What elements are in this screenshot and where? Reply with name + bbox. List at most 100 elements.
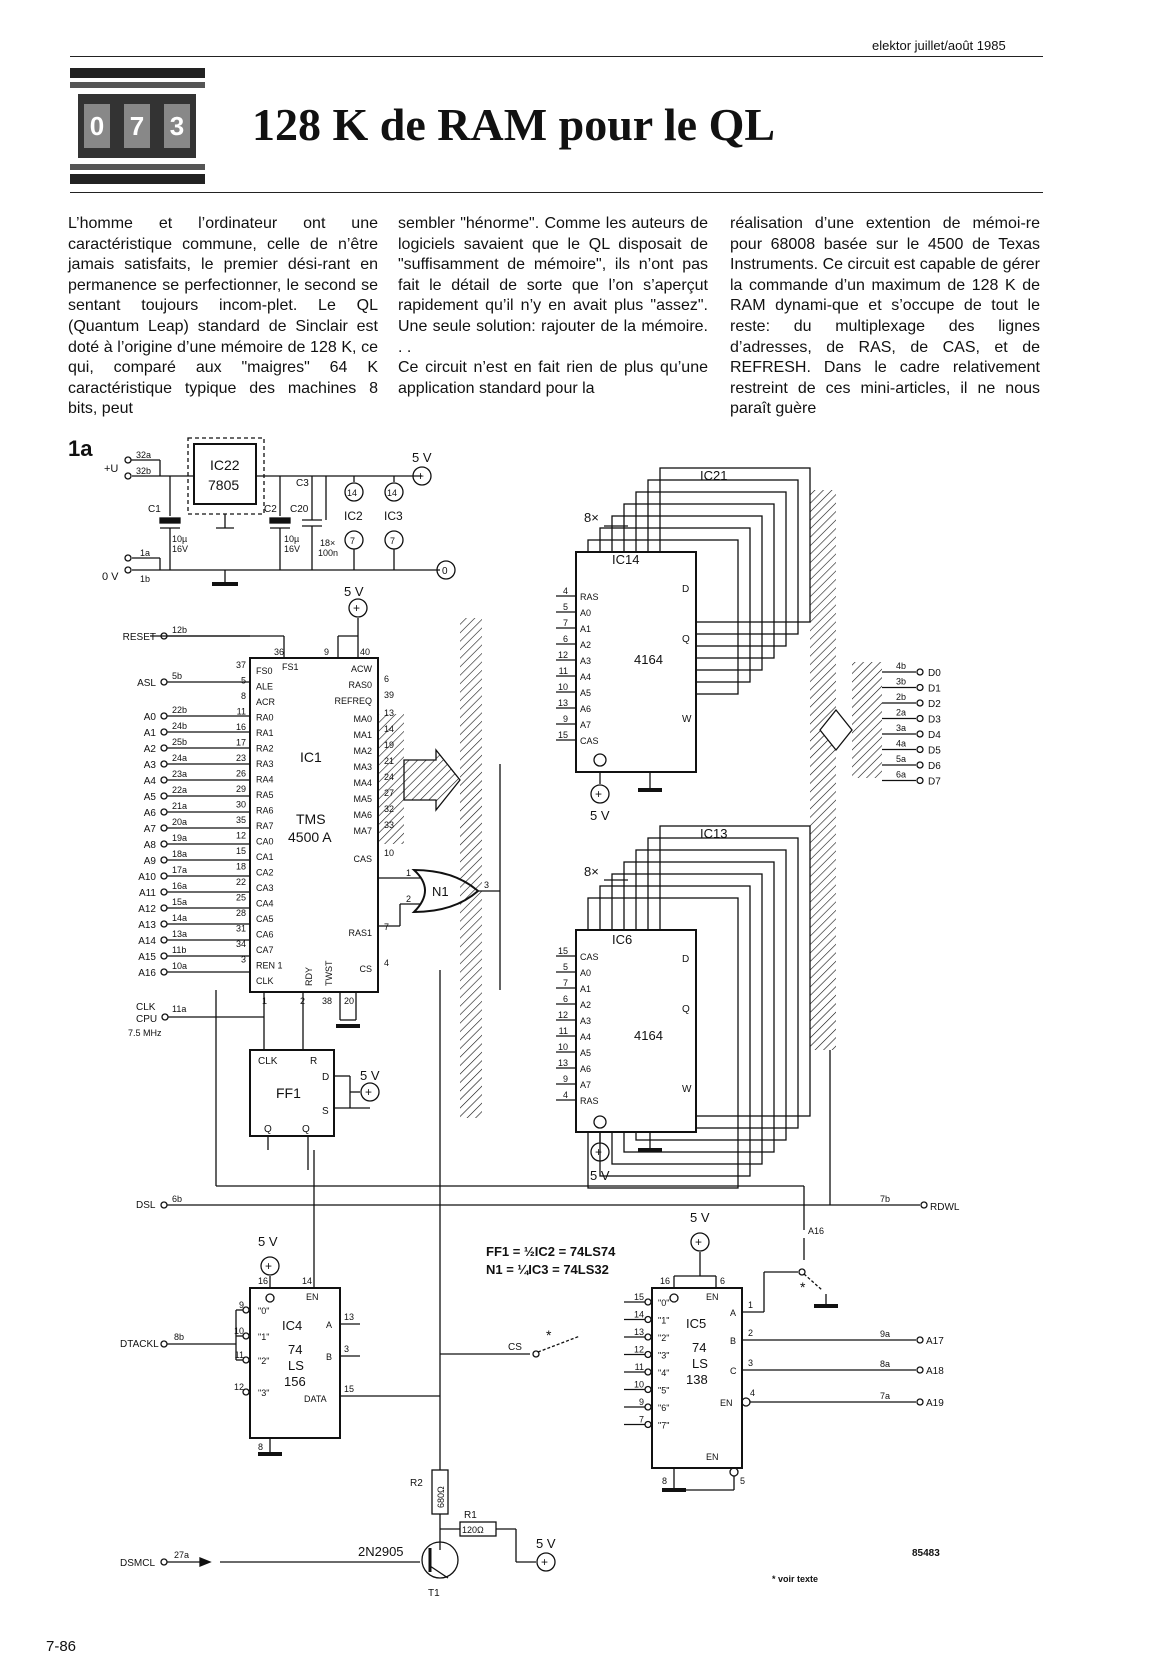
ram-w-lower: W — [682, 1084, 692, 1095]
ic5-output-number: 11 — [635, 1362, 644, 1372]
ram-pin-number: 7 — [563, 618, 568, 628]
input-terminal — [160, 904, 168, 912]
addr-signal-label: A18 — [926, 1366, 944, 1377]
address-inputs: RESET12bASL5bA022bA124bA225bA324aA423aA5… — [123, 625, 250, 979]
data-signal-label: D2 — [928, 699, 941, 710]
ic5-decoder: IC5 74 LS 138 EN A B C EN EN + 5 V * 16 … — [624, 1210, 944, 1492]
svg-text:+: + — [541, 1555, 548, 1569]
svg-text:+: + — [595, 787, 602, 801]
ic3-pin14: 14 — [387, 488, 397, 498]
ic1-pin-40: 40 — [360, 647, 370, 657]
c2-label: C2 — [264, 504, 277, 515]
input-pin-label: 13a — [172, 929, 187, 939]
ic1-pin-number: 11 — [237, 707, 246, 717]
input-pin-label: 22a — [172, 785, 187, 795]
input-signal-label: RESET — [123, 632, 156, 643]
ic4-en: EN — [306, 1292, 319, 1302]
ram-pin-number: 11 — [559, 666, 568, 676]
ram-pin-label: A6 — [580, 1064, 591, 1074]
paragraph: réalisation d’une extention de mémoi-re … — [730, 215, 1040, 418]
ic5-label: IC5 — [686, 1316, 706, 1331]
ic4-output-bubble — [242, 1356, 250, 1364]
ic5-output-bubble — [644, 1350, 652, 1359]
n1-pin-3: 3 — [484, 880, 489, 890]
ic4-pin-8: 8 — [258, 1442, 263, 1452]
ic1-pin-label: MA0 — [353, 714, 372, 724]
a16-label: A16 — [808, 1226, 824, 1236]
ram-pin-label: A4 — [580, 1032, 591, 1042]
ic1-pin-label: ACW — [351, 664, 373, 674]
ic1-pin-label: RA2 — [256, 744, 274, 754]
clk-label: CLK — [136, 1002, 156, 1013]
svg-text:*: * — [546, 1327, 552, 1343]
ic1-pin-label: CA6 — [256, 930, 274, 940]
ic1-part-2: 4500 A — [288, 829, 332, 845]
ic1-pin-label: CA5 — [256, 914, 274, 924]
ram-pin-number: 6 — [563, 994, 568, 1004]
c3-label: C3 — [296, 478, 309, 489]
ic4-5v: 5 V — [258, 1234, 278, 1249]
ic1-pin-label: ALE — [256, 682, 273, 692]
ff1-clk: CLK — [258, 1056, 278, 1067]
ram-pin-label: CAS — [580, 736, 599, 746]
cs-switch: CS * — [439, 970, 581, 1470]
input-signal-label: ASL — [137, 678, 156, 689]
article-number-logo: 0 7 3 — [70, 68, 205, 184]
c1-label: C1 — [148, 504, 161, 515]
svg-text:+: + — [595, 1145, 602, 1159]
input-pin-label: 17a — [172, 865, 187, 875]
ic5-output-bubble — [644, 1298, 652, 1306]
ic1-pin-label: CS — [359, 964, 372, 974]
ic2-pin7: 7 — [350, 536, 355, 546]
data-signal-label: D0 — [928, 668, 941, 679]
ic2-label: IC2 — [344, 509, 363, 523]
ram-pin-number: 5 — [563, 602, 568, 612]
ic1-pin-label: MA7 — [353, 826, 372, 836]
ic4-output-label: "3" — [258, 1388, 269, 1398]
ic1-pin-label: RA7 — [256, 821, 274, 831]
input-pin-label: 21a — [172, 801, 187, 811]
addr-terminal — [916, 1336, 924, 1344]
ram-pin-number: 12 — [558, 650, 568, 660]
input-terminal — [160, 792, 168, 800]
ram-part-upper: 4164 — [634, 652, 663, 667]
n1-pin-2: 2 — [406, 894, 411, 904]
ic5-c: C — [730, 1366, 737, 1376]
addr-terminal — [916, 1398, 924, 1406]
ic5-output-number: 9 — [639, 1397, 644, 1407]
dsmcl-label: DSMCL — [120, 1558, 155, 1569]
data-pin-label: 2b — [896, 692, 906, 702]
ic1-pin-number: 39 — [384, 690, 394, 700]
ff1-q: Q — [264, 1124, 272, 1135]
logo-digit-3: 3 — [170, 111, 184, 141]
c2-voltage: 16V — [284, 544, 300, 554]
address-bus — [378, 618, 482, 1118]
ic1-pin-number: 31 — [236, 924, 246, 934]
ff1-qn: Q — [302, 1124, 310, 1135]
ic1-part-1: TMS — [296, 811, 326, 827]
bus-width-upper: 8× — [584, 510, 599, 525]
input-signal-label: A8 — [144, 840, 157, 851]
ic1-pin-number: 35 — [236, 815, 246, 825]
ic22-part: 7805 — [208, 477, 239, 493]
ram-pin-label: A3 — [580, 1016, 591, 1026]
supply-5v-label: 5 V — [412, 450, 432, 465]
ram-pin-label: A6 — [580, 704, 591, 714]
n1-or-gate: N1 1 2 3 — [378, 764, 501, 990]
ic1-pin-label: CA2 — [256, 868, 274, 878]
input-terminal — [160, 936, 168, 944]
ic1-pin-20: 20 — [344, 996, 354, 1006]
ic5-output-number: 12 — [634, 1345, 644, 1355]
ic1-pin-label: CAS — [353, 854, 372, 864]
input-pin-label: 25b — [172, 737, 187, 747]
input-signal-label: A5 — [144, 792, 157, 803]
ram-part-lower: 4164 — [634, 1028, 663, 1043]
ic5-5v: 5 V — [690, 1210, 710, 1225]
clk-pin: 11a — [172, 1004, 186, 1014]
ram-pin-label: A1 — [580, 984, 591, 994]
ic4-b: B — [326, 1352, 332, 1362]
data-signal-label: D4 — [928, 730, 941, 741]
ic1-pin-label: CA1 — [256, 852, 274, 862]
ic5-output-bubble — [644, 1385, 652, 1394]
ram-pin-label: A1 — [580, 624, 591, 634]
